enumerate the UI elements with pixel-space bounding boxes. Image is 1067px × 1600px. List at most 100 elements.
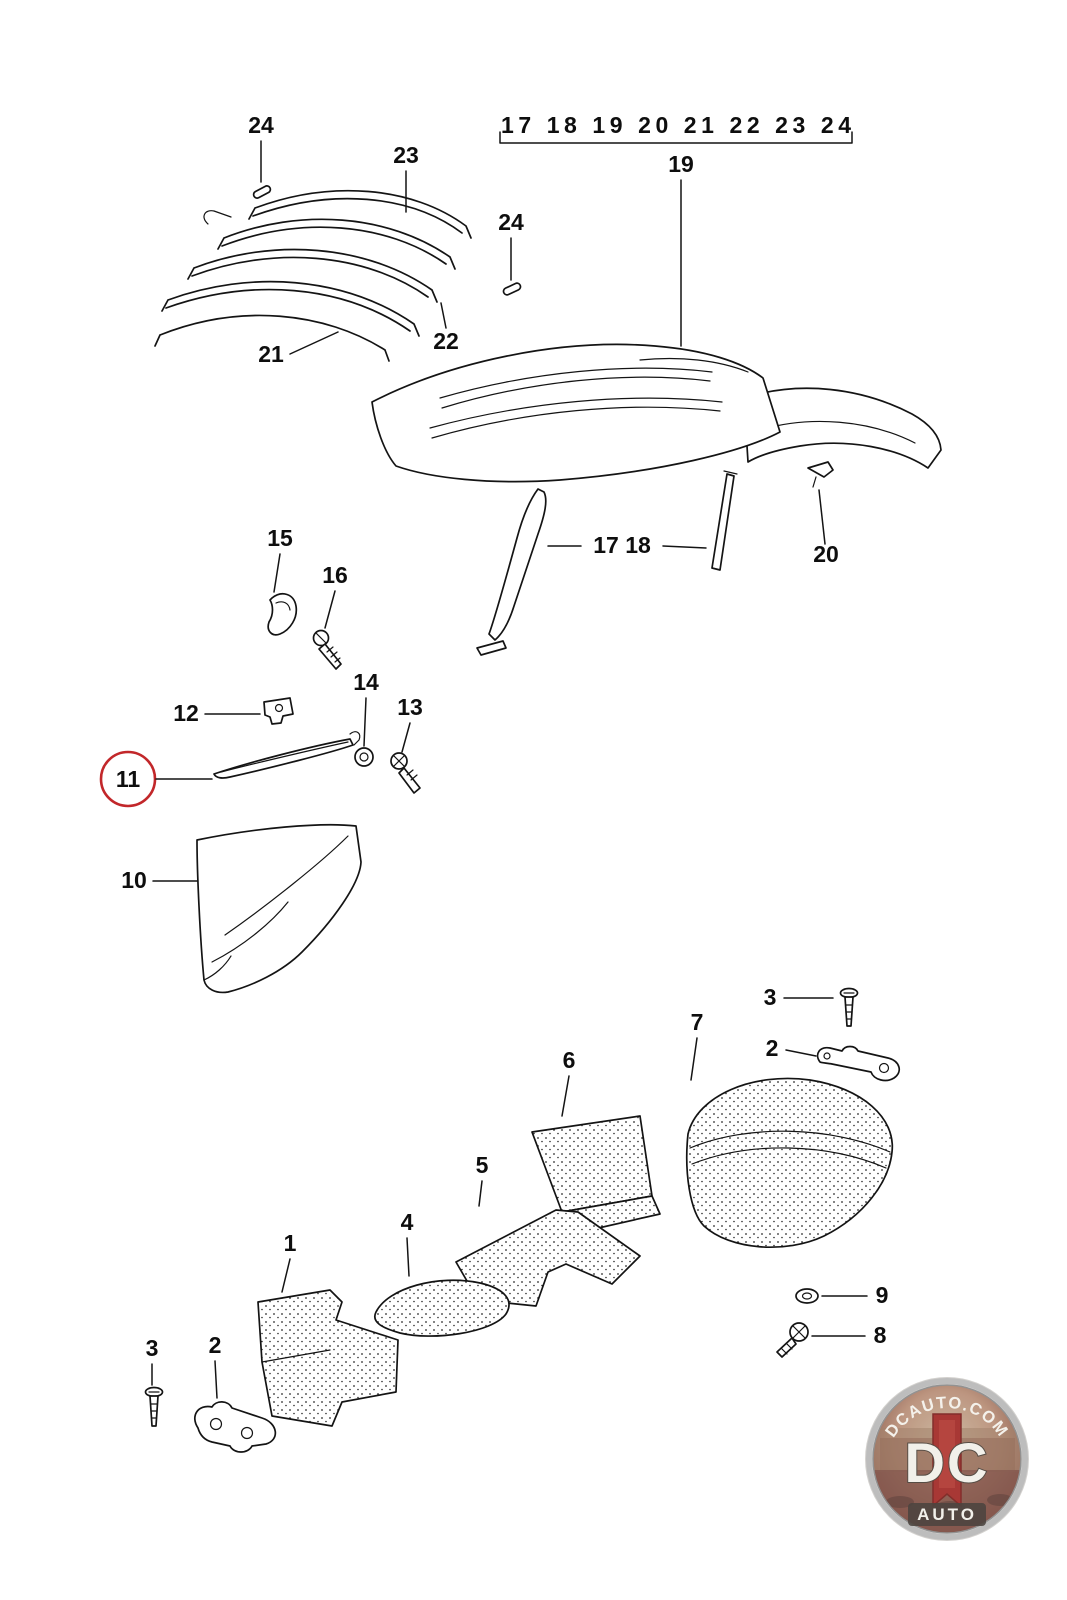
logo-initials-text: DC [905, 1431, 990, 1494]
part-18-pillar-trim-right [711, 470, 738, 571]
callout-1-line [281, 1258, 291, 1293]
callout-23-label[interactable]: 23 [393, 142, 419, 168]
part-14-grommet [354, 747, 374, 767]
bow-3 [187, 248, 438, 303]
callout-15-line [273, 553, 281, 593]
top-bracket-line [499, 131, 853, 144]
callout-2-top-line [785, 1049, 817, 1057]
callout-8-label[interactable]: 8 [874, 1322, 887, 1348]
callout-24a-label[interactable]: 24 [248, 112, 274, 138]
bow-4 [161, 280, 420, 337]
part-10-sound-pad [196, 823, 362, 994]
part-7-shelf-lip [689, 1130, 891, 1169]
callout-5-label[interactable]: 5 [476, 1152, 489, 1178]
callout-9-label[interactable]: 9 [876, 1282, 889, 1308]
part-13-screw [390, 752, 421, 794]
callout-22-label[interactable]: 22 [433, 328, 459, 354]
callout-14-label[interactable]: 14 [353, 669, 379, 695]
part-9-washer [795, 1288, 819, 1304]
callout-21-line [289, 331, 339, 355]
part-1-floor-mat [257, 1289, 399, 1427]
callout-group-8: 8 [776, 1322, 887, 1358]
callout-group-20: 20 [807, 461, 839, 567]
part-11-molding-edge [220, 741, 349, 773]
pillar-trim-left-body [488, 488, 547, 641]
callout-group-21: 21 [258, 331, 339, 367]
callout-13-label[interactable]: 13 [397, 694, 423, 720]
callout-24b-label[interactable]: 24 [498, 209, 524, 235]
callout-4-line [406, 1237, 410, 1277]
bow-1 [248, 189, 472, 239]
callout-top-row-label[interactable]: 17 18 19 20 21 22 23 24 [501, 112, 851, 138]
callout-group-4: 4 [374, 1209, 510, 1337]
callout-17-18-label[interactable]: 17 18 [593, 532, 651, 558]
callout-14-line [363, 697, 367, 747]
part-9-washer-hole [801, 1292, 813, 1300]
part-20-clip [807, 461, 834, 478]
callout-10-label[interactable]: 10 [121, 867, 147, 893]
callout-21-label[interactable]: 21 [258, 341, 284, 367]
bow-end-hook [203, 210, 232, 225]
roof-seam-lines [429, 357, 749, 439]
callout-4-label[interactable]: 4 [401, 1209, 414, 1235]
logo-red-banner [932, 1413, 962, 1508]
callout-group-2-top: 2 [766, 1035, 901, 1082]
part-headliner-bows [154, 189, 472, 362]
callout-group-1: 1 [257, 1230, 399, 1427]
callout-2-top-label[interactable]: 2 [766, 1035, 779, 1061]
callout-group-13: 13 [390, 694, 423, 794]
part-1-fold-line [261, 1349, 331, 1363]
part-3-bottom-screw [144, 1386, 164, 1427]
callout-17-18-lines [547, 545, 707, 549]
callout-2-bottom-label[interactable]: 2 [209, 1332, 222, 1358]
callout-6-label[interactable]: 6 [563, 1047, 576, 1073]
pillar-trim-left-foot [476, 640, 507, 656]
part-12-clip-hole [274, 703, 284, 713]
callout-22-line [440, 302, 447, 329]
front-rail [154, 314, 390, 362]
part-15-detail [275, 601, 291, 611]
callout-group-12: 12 [173, 697, 294, 726]
callout-group-10: 10 [121, 823, 362, 994]
callout-group-24a: 24 [248, 112, 274, 199]
callout-1-label[interactable]: 1 [284, 1230, 297, 1256]
callout-3-top-label[interactable]: 3 [764, 984, 777, 1010]
part-10-fold-lines [203, 835, 349, 981]
callout-20-label[interactable]: 20 [813, 541, 839, 567]
callout-5-line [478, 1180, 483, 1207]
callout-group-3-top: 3 [764, 984, 859, 1027]
callout-group-17-18: 17 18 [547, 532, 707, 558]
logo-ring [866, 1378, 1028, 1540]
callout-group-15: 15 [267, 525, 298, 636]
part-2-bottom-bracket [193, 1401, 277, 1453]
callout-7-label[interactable]: 7 [691, 1009, 704, 1035]
callout-13-line [401, 722, 411, 753]
part-16-screw [312, 629, 342, 670]
part-15-trim-cap [267, 593, 298, 636]
callout-group-24b: 24 [498, 209, 524, 296]
callout-group-9: 9 [795, 1282, 889, 1308]
logo-auto-text: AUTO [917, 1505, 977, 1524]
callout-12-label[interactable]: 12 [173, 700, 199, 726]
roof-main-panel [371, 343, 781, 483]
highlight-circle-part-11 [99, 750, 157, 808]
callout-2-bottom-line [214, 1360, 218, 1399]
pillar-trim-right-cap [723, 470, 738, 475]
callout-group-23: 23 [393, 142, 419, 213]
logo-ring-inner [872, 1384, 1022, 1534]
callout-16-line [324, 590, 336, 629]
logo-auto-band [908, 1503, 986, 1526]
part-19-roof-headliner [371, 343, 942, 483]
callout-group-2-bottom: 2 [193, 1332, 277, 1453]
callout-3-bottom-label[interactable]: 3 [146, 1335, 159, 1361]
callout-group-16: 16 [312, 562, 348, 670]
part-2-top-bracket [816, 1045, 901, 1082]
callout-16-label[interactable]: 16 [322, 562, 348, 588]
callout-19-label[interactable]: 19 [668, 151, 694, 177]
roof-rear-panel [743, 387, 942, 469]
callout-11-label[interactable]: 11 [116, 766, 141, 792]
callout-15-label[interactable]: 15 [267, 525, 293, 551]
